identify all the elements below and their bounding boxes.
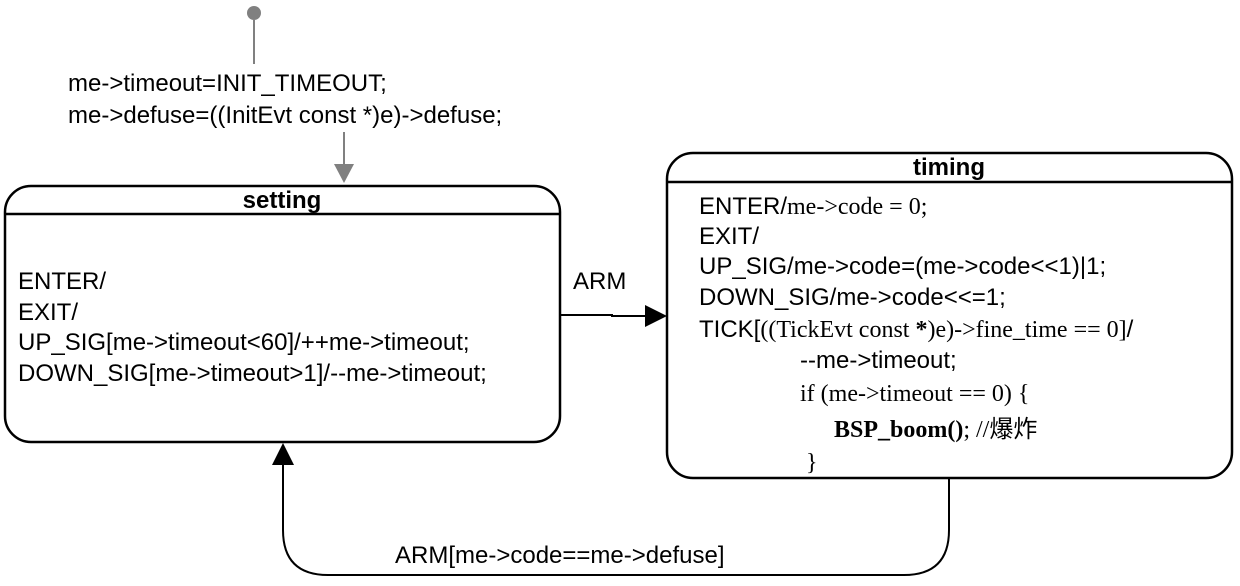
state-timing[interactable]: timing ENTER/me->code = 0; EXIT/ UP_SIG/… — [665, 151, 1234, 480]
initial-action-1: me->timeout=INIT_TIMEOUT; — [68, 70, 387, 97]
timing-title: timing — [913, 154, 985, 181]
timing-tick: TICK[((TickEvt const *)e)->fine_time == … — [699, 316, 1134, 343]
transition-arm-back-label: ARM[me->code==me->defuse] — [395, 542, 725, 569]
initial-pseudostate — [247, 6, 261, 20]
setting-down-sig: DOWN_SIG[me->timeout>1]/--me->timeout; — [18, 360, 487, 387]
timing-boom: BSP_boom(); //爆炸 — [834, 416, 1037, 443]
transition-arm-label: ARM — [573, 268, 626, 295]
setting-title: setting — [243, 187, 322, 214]
timing-if-line: if (me->timeout == 0) { — [800, 381, 1029, 407]
transition-arm-back-line[interactable] — [282, 463, 950, 576]
setting-enter: ENTER/ — [18, 268, 106, 295]
transition-arm-arrowhead — [645, 305, 667, 327]
setting-up-sig: UP_SIG[me->timeout<60]/++me->timeout; — [18, 329, 470, 356]
timing-exit: EXIT/ — [699, 223, 759, 250]
timing-enter: ENTER/me->code = 0; — [699, 193, 927, 220]
initial-action-2: me->defuse=((InitEvt const *)e)->defuse; — [68, 102, 502, 129]
transition-arm-line[interactable] — [560, 314, 646, 317]
timing-dec-timeout: --me->timeout; — [800, 347, 957, 374]
timing-close-brace: } — [806, 450, 818, 476]
transition-arm-back-arrowhead — [272, 443, 294, 465]
state-setting[interactable]: setting ENTER/ EXIT/ UP_SIG[me->timeout<… — [3, 184, 562, 444]
timing-down-sig: DOWN_SIG/me->code<<=1; — [699, 284, 1006, 311]
setting-exit: EXIT/ — [18, 299, 78, 326]
timing-up-sig: UP_SIG/me->code=(me->code<<1)|1; — [699, 253, 1106, 280]
initial-arrowhead — [334, 164, 354, 183]
